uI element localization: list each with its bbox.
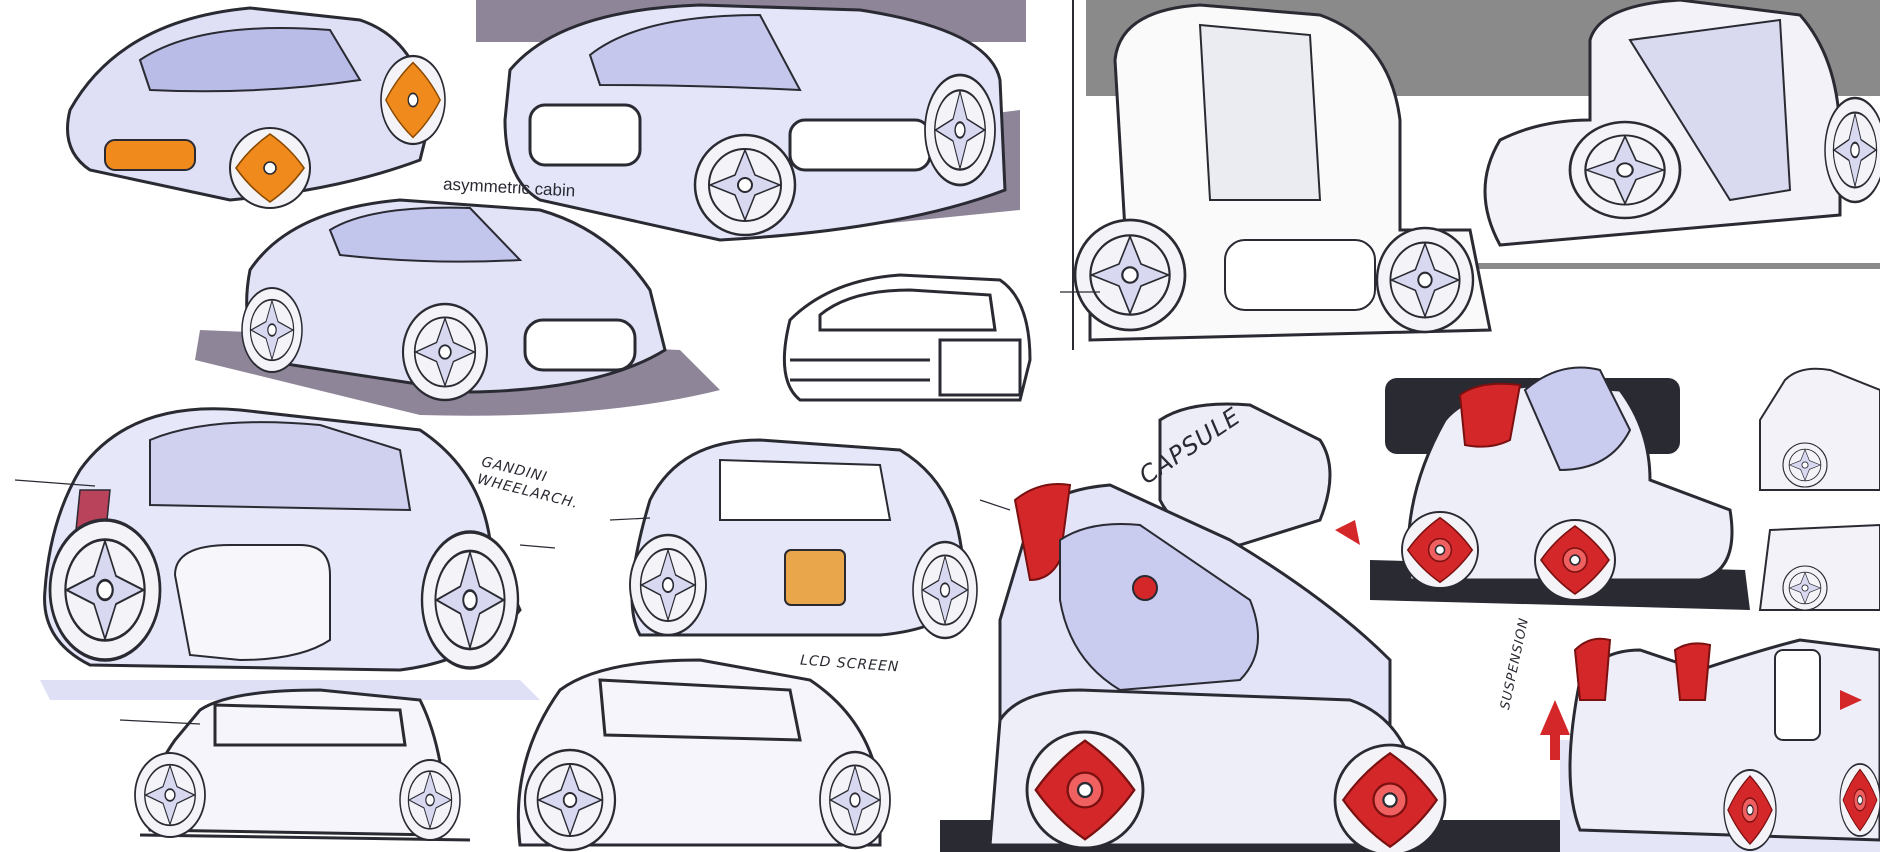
sketch-large-box-car — [1073, 3, 1492, 342]
sketch-top-right-vehicle — [1483, 0, 1880, 247]
sketch-wireframe-car — [782, 273, 1032, 402]
sketch-gandini-vehicle — [40, 407, 540, 700]
sketch-capsule-vehicle — [940, 402, 1560, 852]
construction-lines — [14, 291, 1100, 725]
sketch-red-wheel-vehicle — [1370, 366, 1750, 610]
sketch-bottom-left-wireframe — [135, 688, 470, 840]
sketch-lcd-vehicle — [628, 438, 979, 640]
sketch-orange-car — [66, 6, 447, 209]
sketch-suspension-vehicle — [1540, 637, 1880, 852]
sketch-far-right-vehicles — [1758, 367, 1880, 611]
sketch-box-vehicle-top — [503, 3, 1020, 242]
sketch-bottom-center-wireframe — [518, 658, 890, 850]
sketch-asymmetric-cabin — [195, 198, 720, 416]
